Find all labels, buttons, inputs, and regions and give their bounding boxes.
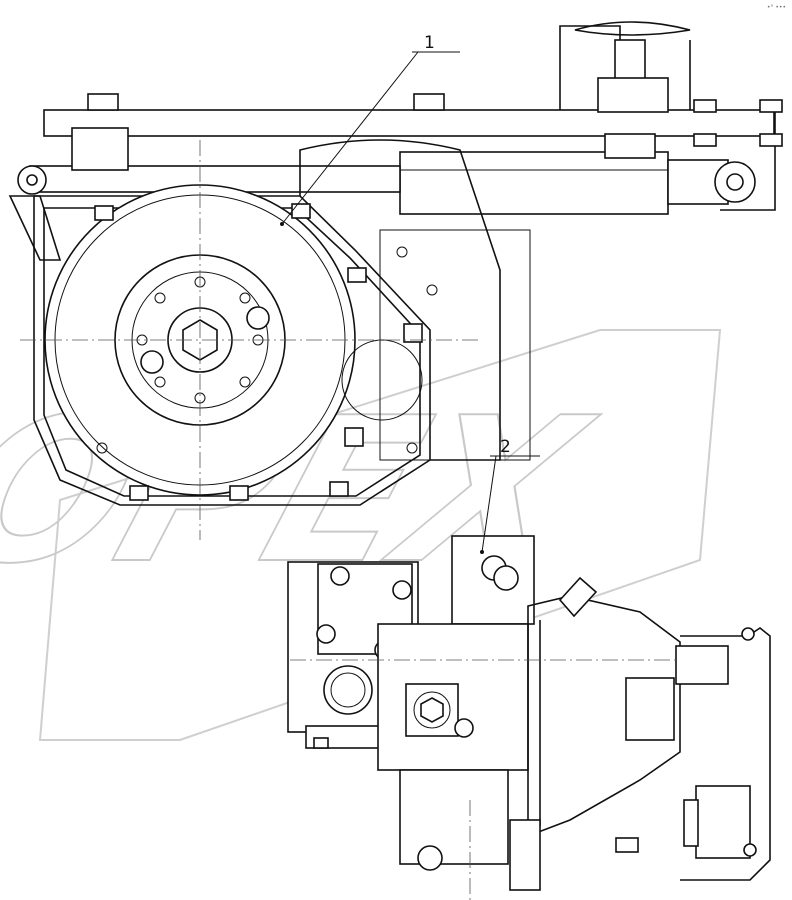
corner-mark: •° ••• — [766, 4, 786, 11]
lower-assembly — [287, 535, 771, 900]
callout-2-label: 2 — [500, 437, 511, 457]
callout-2: 2 — [480, 437, 540, 554]
upper-assembly — [8, 21, 783, 540]
callout-1: 1 — [280, 33, 460, 226]
callout-1-label: 1 — [424, 33, 435, 53]
